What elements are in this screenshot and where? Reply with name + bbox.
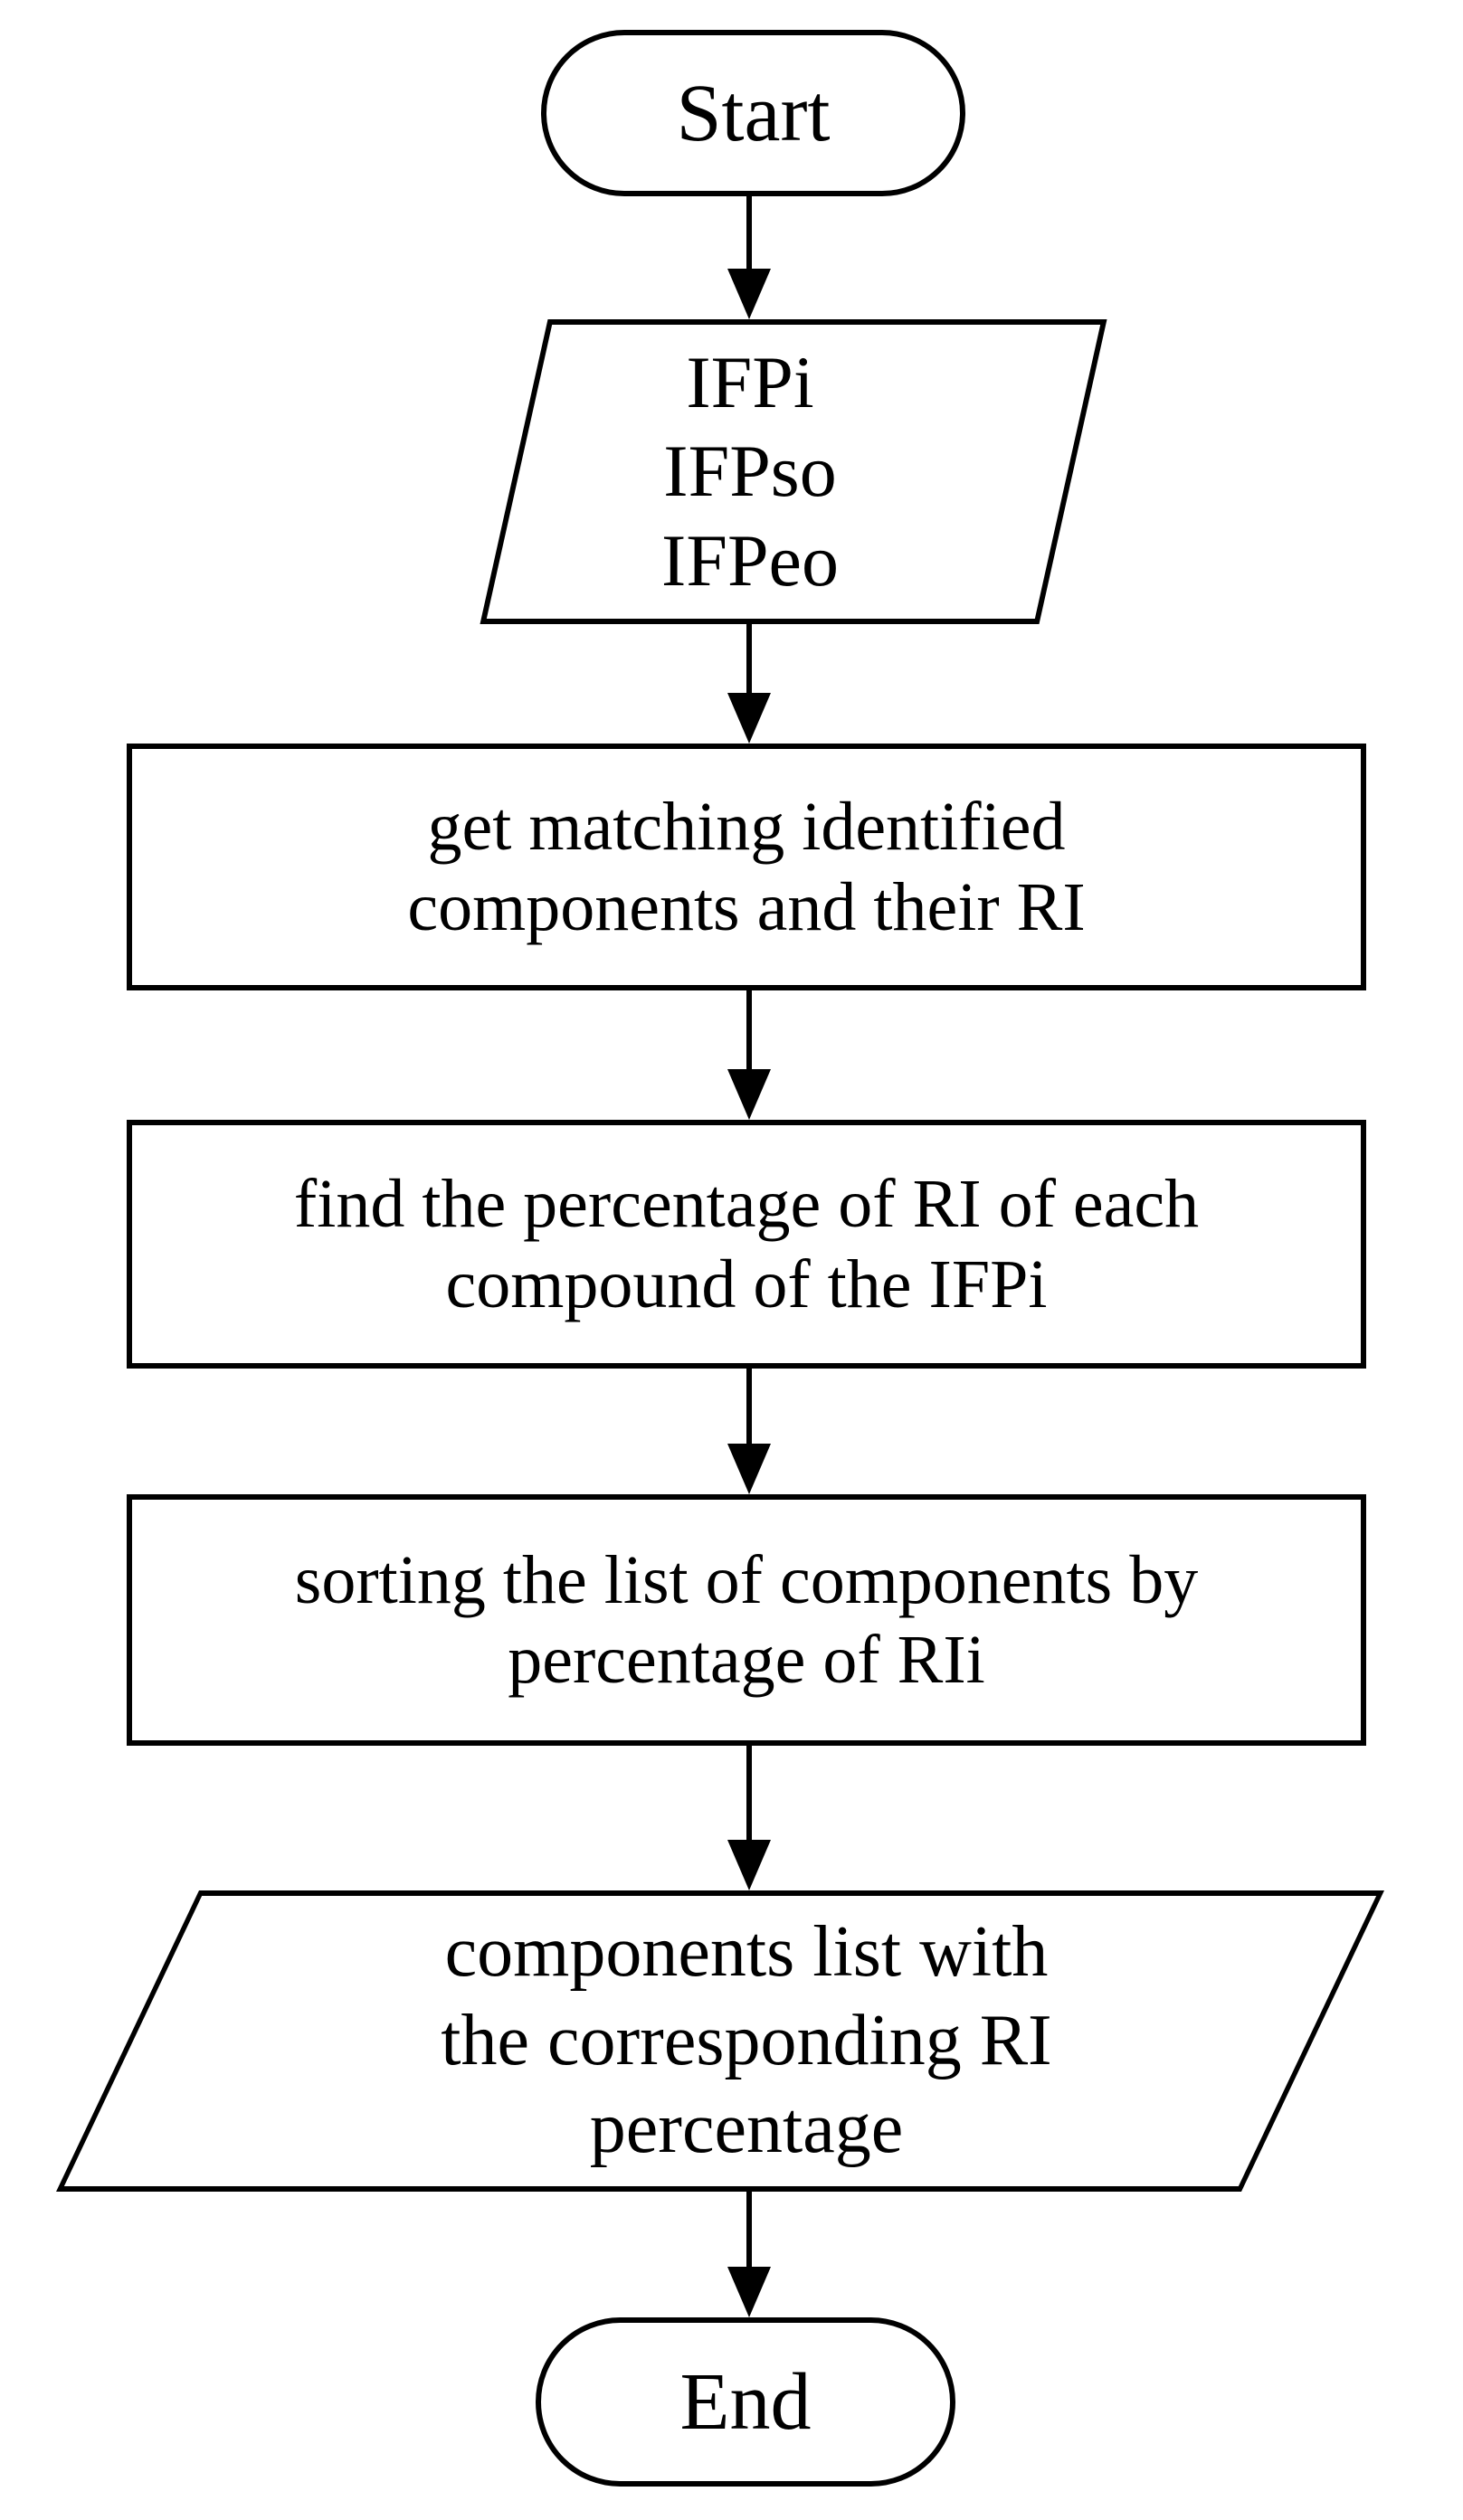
process3-line-2: percentage of RIi <box>508 1622 985 1698</box>
input-line-1: IFPi <box>686 340 814 423</box>
arrow-shaft <box>746 194 752 278</box>
arrowhead-icon <box>727 269 771 319</box>
process2-line-2: compound of the IFPi <box>445 1246 1048 1322</box>
start-terminator: Start <box>541 30 965 196</box>
arrow-start-to-input <box>727 194 771 319</box>
arrow-shaft <box>746 987 752 1078</box>
arrow-output-to-end <box>727 2188 771 2317</box>
arrowhead-icon <box>727 1840 771 1890</box>
input-line-3: IFPeo <box>661 518 839 602</box>
arrowhead-icon <box>727 1069 771 1120</box>
arrow-process1-to-process2 <box>727 987 771 1120</box>
start-label: Start <box>676 68 831 158</box>
arrow-input-to-process1 <box>727 621 771 744</box>
process1-line-1: get matching identified <box>427 789 1066 866</box>
input-line-2: IFPso <box>663 430 837 513</box>
arrow-process2-to-process3 <box>727 1365 771 1494</box>
process1-line-2: components and their RI <box>407 868 1086 945</box>
arrow-shaft <box>746 621 752 702</box>
input-label: IFPi IFPso IFPeo <box>470 319 1030 624</box>
output-line-2: the corresponding RI <box>441 2000 1052 2080</box>
arrowhead-icon <box>727 2267 771 2317</box>
arrowhead-icon <box>727 1444 771 1494</box>
output-label: components list with the corresponding R… <box>154 1890 1339 2192</box>
arrow-shaft <box>746 2188 752 2276</box>
process2-box: find the percentage of RI of each compou… <box>127 1120 1366 1369</box>
process3-line-1: sorting the list of components by <box>294 1541 1199 1618</box>
arrow-process3-to-output <box>727 1742 771 1890</box>
end-label: End <box>679 2357 812 2447</box>
arrowhead-icon <box>727 693 771 744</box>
end-terminator: End <box>536 2317 955 2487</box>
arrow-shaft <box>746 1742 752 1849</box>
output-line-1: components list with <box>444 1912 1049 1993</box>
process1-box: get matching identified components and t… <box>127 744 1366 990</box>
output-line-3: percentage <box>589 2089 904 2169</box>
process2-line-1: find the percentage of RI of each <box>293 1166 1200 1243</box>
arrow-shaft <box>746 1365 752 1453</box>
process3-box: sorting the list of components by percen… <box>127 1494 1366 1746</box>
